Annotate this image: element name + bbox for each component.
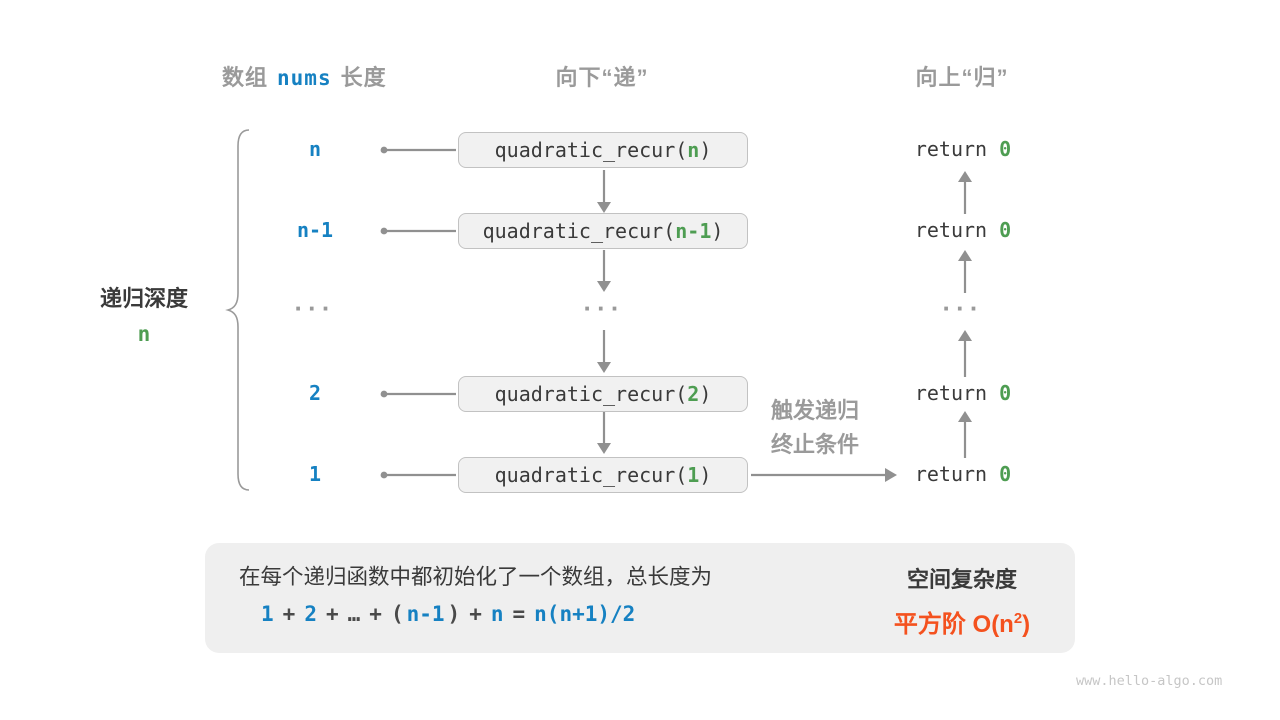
call-text: ) xyxy=(699,382,712,406)
formula-token: n xyxy=(490,602,504,626)
base-case-arrow xyxy=(751,468,897,482)
recursion-depth-text: 递归深度 xyxy=(99,286,188,311)
space-complexity-title: 空间复杂度 xyxy=(906,567,1017,592)
return-value: 0 xyxy=(999,137,1012,161)
level-label: 1 xyxy=(308,462,322,486)
return-value: 0 xyxy=(999,462,1012,486)
formula-token: + xyxy=(369,602,382,626)
call-text: ) xyxy=(699,138,712,162)
return-statement: return 0 xyxy=(903,137,1023,161)
call-arg: 2 xyxy=(687,382,700,406)
complexity-suffix: ) xyxy=(1022,611,1031,638)
header-array-length: 数组 nums 长度 xyxy=(222,60,387,92)
complexity-prefix: 平方阶 O(n xyxy=(893,611,1014,638)
ellipsis: ··· xyxy=(583,293,625,323)
summary-description: 在每个递归函数中都初始化了一个数组，总长度为 xyxy=(239,565,713,589)
return-keyword: return xyxy=(914,218,1000,242)
base-case-note-line1: 触发递归 xyxy=(770,398,859,423)
formula-token: + xyxy=(325,602,339,626)
call-box: quadratic_recur(2) xyxy=(458,376,748,412)
formula-token: ) xyxy=(447,602,461,626)
call-box: quadratic_recur(n) xyxy=(458,132,748,168)
formula-token: 2 xyxy=(304,602,317,626)
summary-box: 在每个递归函数中都初始化了一个数组，总长度为 1 + 2 + … + ( n-1… xyxy=(205,543,1075,653)
level-label: n xyxy=(308,137,322,161)
return-value: 0 xyxy=(999,218,1012,242)
space-complexity-value: 平方阶 O(n2) xyxy=(857,604,1067,639)
call-arg: n xyxy=(687,138,700,162)
call-arg: 1 xyxy=(687,463,700,487)
recursion-depth-label: 递归深度 n xyxy=(59,281,229,346)
return-statement: return 0 xyxy=(903,462,1023,486)
formula-token: + xyxy=(282,602,296,626)
base-case-note: 触发递归 终止条件 xyxy=(742,394,888,462)
ellipsis: ··· xyxy=(942,293,984,323)
call-text: quadratic_recur( xyxy=(494,382,688,406)
watermark: www.hello-algo.com xyxy=(1076,673,1223,689)
level-label: 2 xyxy=(308,381,322,405)
return-keyword: return xyxy=(914,381,1000,405)
call-text: quadratic_recur( xyxy=(482,219,676,243)
level-label: n-1 xyxy=(296,218,334,242)
return-keyword: return xyxy=(914,462,1000,486)
formula-token: … xyxy=(347,602,361,626)
formula-token: n(n+1)/2 xyxy=(534,602,636,626)
depth-brace xyxy=(225,129,250,491)
formula-token: ( xyxy=(390,602,404,626)
return-statement: return 0 xyxy=(903,381,1023,405)
header-array-code: nums xyxy=(277,66,332,90)
header-descend: 向下“递” xyxy=(555,65,649,90)
call-text: ) xyxy=(699,463,712,487)
formula-token: + xyxy=(469,602,482,626)
formula-token: n-1 xyxy=(406,602,445,626)
connector-line xyxy=(380,146,456,479)
call-box: quadratic_recur(n-1) xyxy=(458,213,748,249)
formula-token: = xyxy=(512,602,526,626)
call-text: ) xyxy=(711,219,724,243)
call-box: quadratic_recur(1) xyxy=(458,457,748,493)
summary-formula: 1 + 2 + … + ( n-1 ) + n = n(n+1)/2 xyxy=(261,602,635,626)
return-keyword: return xyxy=(914,137,1000,161)
return-value: 0 xyxy=(999,381,1012,405)
recursion-depth-value: n xyxy=(137,322,151,346)
call-text: quadratic_recur( xyxy=(494,138,688,162)
complexity-exponent: 2 xyxy=(1013,611,1023,627)
ellipsis: ··· xyxy=(294,293,336,323)
return-statement: return 0 xyxy=(903,218,1023,242)
call-arg: n-1 xyxy=(675,219,712,243)
header-ascend: 向上“归” xyxy=(915,65,1009,90)
formula-token: 1 xyxy=(261,602,274,626)
call-text: quadratic_recur( xyxy=(494,463,688,487)
header-array-prefix: 数组 xyxy=(222,65,269,90)
base-case-note-line2: 终止条件 xyxy=(770,432,859,457)
header-array-suffix: 长度 xyxy=(340,65,387,90)
